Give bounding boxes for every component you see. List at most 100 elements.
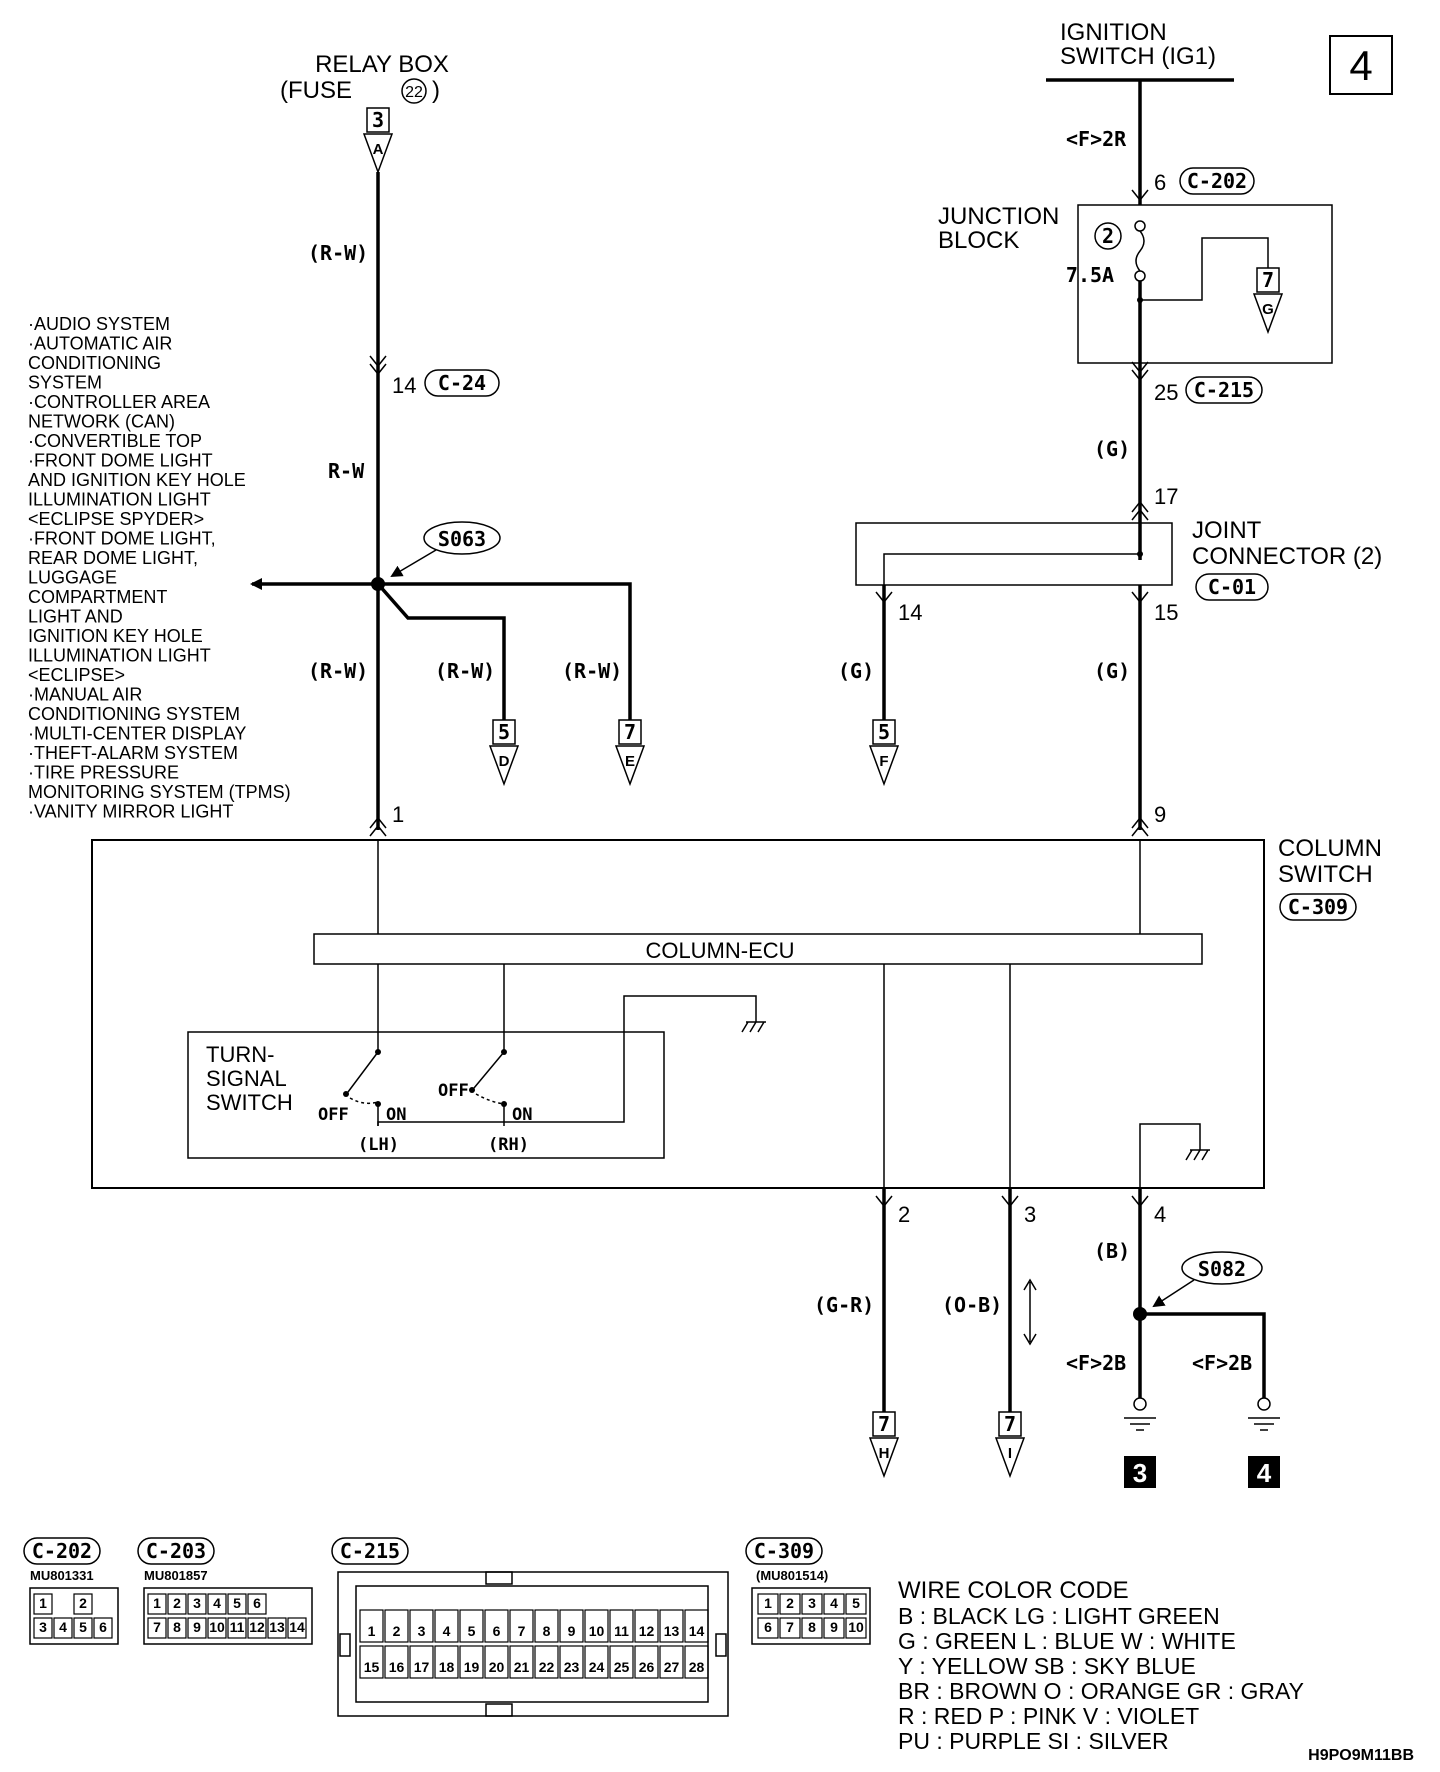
- pin-cell: [484, 1609, 509, 1643]
- b-label: (B): [1094, 1239, 1130, 1263]
- junction-ref-letter: G: [1262, 301, 1274, 318]
- pin-3: 3: [1024, 1202, 1036, 1227]
- system-list-line: ·THEFT-ALARM SYSTEM: [28, 743, 238, 763]
- ignition-line1: IGNITION: [1060, 19, 1167, 46]
- junction-line1: JUNCTION: [938, 203, 1059, 230]
- pin-cell: [684, 1609, 709, 1643]
- pin-cell: [227, 1617, 247, 1639]
- pin-cell: [227, 1593, 247, 1615]
- rh-off: OFF: [438, 1081, 469, 1101]
- g-label-1: (G): [1094, 437, 1130, 461]
- pin-14: 14: [392, 373, 416, 398]
- color-code-title: WIRE COLOR CODE: [898, 1577, 1129, 1604]
- system-list-line: AND IGNITION KEY HOLE: [28, 470, 246, 490]
- pin-cell: [434, 1609, 459, 1643]
- ob-label: (O-B): [942, 1293, 1002, 1317]
- pin-cell: [845, 1617, 867, 1639]
- connector-c24: C-24: [438, 371, 486, 395]
- pin-cell: [247, 1593, 267, 1615]
- relay-ref-num: 3: [372, 108, 384, 132]
- pin-cell: [659, 1645, 684, 1679]
- lh-off: OFF: [318, 1105, 349, 1125]
- pin-cell: [609, 1609, 634, 1643]
- c309-view-label: C-309: [754, 1539, 814, 1563]
- page-number-box: 4: [1329, 35, 1393, 95]
- pin-6: 6: [1154, 170, 1166, 195]
- pin-cell-label: 1: [764, 1595, 772, 1611]
- pin-cell-label: 5: [233, 1595, 241, 1611]
- system-list-line: SYSTEM: [28, 373, 102, 393]
- c202-view-label: C-202: [32, 1539, 92, 1563]
- lh-label: (LH): [358, 1135, 399, 1155]
- ref-i-num: 7: [1004, 1412, 1016, 1436]
- pin-cell-label: 3: [193, 1595, 201, 1611]
- rw-label-5: (R-W): [562, 659, 622, 683]
- pin-cell: [384, 1645, 409, 1679]
- ref-f-letter: F: [879, 753, 888, 770]
- pin-cell-label: 13: [269, 1619, 285, 1635]
- pin-cell: [409, 1609, 434, 1643]
- rh-label: (RH): [488, 1135, 529, 1155]
- system-list-line: ILLUMINATION LIGHT: [28, 490, 211, 510]
- pin-cell: [534, 1645, 559, 1679]
- color-code-line: G : GREEN L : BLUE W : WHITE: [898, 1628, 1236, 1654]
- pin-cell: [167, 1617, 187, 1639]
- pin-cell: [609, 1645, 634, 1679]
- pin-4: 4: [1154, 1202, 1166, 1227]
- lh-on: ON: [386, 1105, 406, 1125]
- pin-cell-label: 9: [193, 1619, 201, 1635]
- pin-cell-label: 16: [389, 1659, 405, 1675]
- system-list-line: ·TIRE PRESSURE: [28, 763, 179, 783]
- pin-cell-label: 4: [59, 1619, 67, 1635]
- pin-cell: [267, 1617, 287, 1639]
- pin-cell: [801, 1593, 823, 1615]
- pin-cell-label: 25: [614, 1659, 630, 1675]
- pin-cell-label: 11: [614, 1623, 629, 1639]
- pin-cell: [634, 1609, 659, 1643]
- pin-cell-label: 4: [830, 1595, 838, 1611]
- splice-s063: S063: [438, 527, 486, 551]
- pin-9: 9: [1154, 802, 1166, 827]
- pin-cell: [823, 1617, 845, 1639]
- system-list-line: IGNITION KEY HOLE: [28, 626, 203, 646]
- pin-cell-label: 19: [464, 1659, 480, 1675]
- c203-part: MU801857: [144, 1568, 208, 1583]
- ref-h-num: 7: [878, 1412, 890, 1436]
- ground-4: 4: [1257, 1458, 1272, 1488]
- ref-e-num: 7: [624, 720, 636, 744]
- f2b-label-1: <F>2B: [1066, 1351, 1126, 1375]
- column-switch-line1: COLUMN: [1278, 835, 1382, 862]
- pin-cell: [757, 1617, 779, 1639]
- page-number: 4: [1349, 42, 1372, 89]
- pin-cell-label: 2: [173, 1595, 181, 1611]
- relay-box-feed: RELAY BOX (FUSE 22 ) 3 A (R-W) 14 C-24 R…: [280, 51, 500, 830]
- pin-cell-label: 8: [173, 1619, 181, 1635]
- pin-cell-label: 21: [514, 1659, 530, 1675]
- system-list-line: ·MANUAL AIR: [28, 685, 142, 705]
- pin-cell-label: 4: [213, 1595, 221, 1611]
- pin-cell-label: 4: [443, 1623, 451, 1639]
- gr-label: (G-R): [814, 1293, 874, 1317]
- pin-cell-label: 1: [39, 1595, 47, 1611]
- ground-3: 3: [1133, 1458, 1147, 1488]
- ref-d-num: 5: [498, 720, 510, 744]
- rw-label-3: (R-W): [308, 659, 368, 683]
- pin-cell: [73, 1593, 93, 1615]
- turn-line2: SIGNAL: [206, 1066, 287, 1091]
- pin-cell: [147, 1617, 167, 1639]
- pin-cell-label: 1: [368, 1623, 376, 1639]
- system-list-line: MONITORING SYSTEM (TPMS): [28, 782, 291, 802]
- f2b-label-2: <F>2B: [1192, 1351, 1252, 1375]
- pin-cell: [409, 1645, 434, 1679]
- connector-c202: C-202: [1187, 169, 1247, 193]
- junction-fuse-rating: 7.5A: [1066, 263, 1114, 287]
- system-list-line: NETWORK (CAN): [28, 412, 175, 432]
- junction-fuse-num: 2: [1102, 224, 1114, 248]
- pin-cell-label: 5: [468, 1623, 476, 1639]
- pin-cell-label: 14: [689, 1623, 705, 1639]
- system-list: ·AUDIO SYSTEM·AUTOMATIC AIR CONDITIONING…: [28, 314, 291, 822]
- pin-cell: [459, 1645, 484, 1679]
